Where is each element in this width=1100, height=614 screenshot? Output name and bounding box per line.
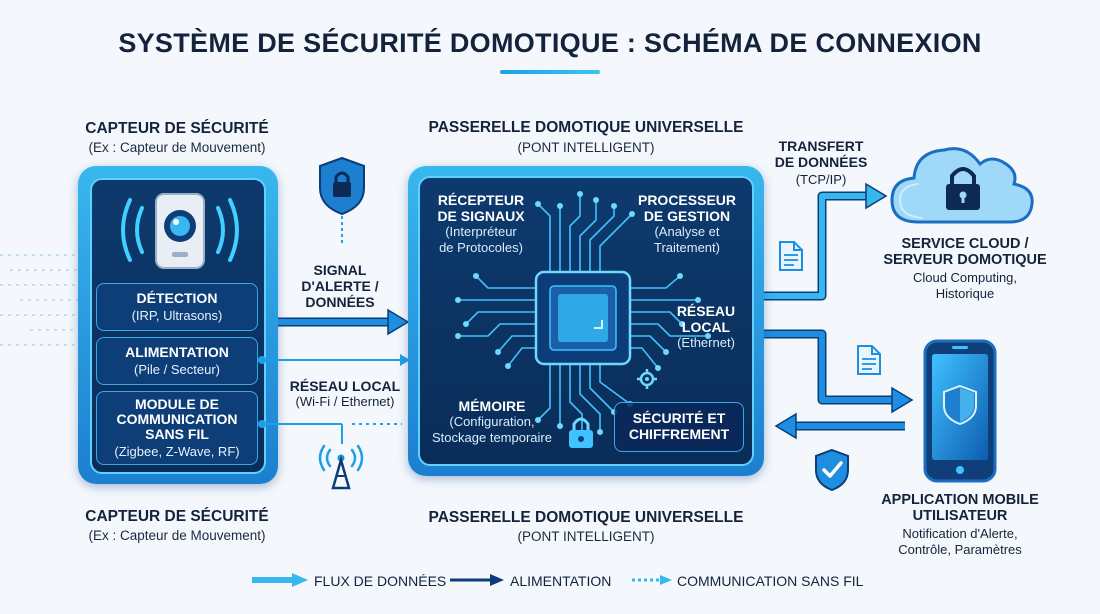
gateway-subheading: (PONT INTELLIGENT): [517, 140, 655, 155]
processor-detail: (Analyse et Traitement): [654, 224, 720, 255]
gateway-footer-subheading: (PONT INTELLIGENT): [517, 529, 655, 544]
sensor-footer-heading: CAPTEUR DE SÉCURITÉ: [85, 508, 269, 525]
cloud-detail: Cloud Computing, Historique: [912, 270, 1018, 301]
local-network-label: RÉSEAU LOCAL: [289, 378, 401, 394]
lan-title: RÉSEAU LOCAL: [676, 303, 736, 335]
sensor-subheading: (Ex : Capteur de Mouvement): [88, 140, 266, 155]
lan-block: RÉSEAU LOCAL (Ethernet): [664, 303, 748, 351]
receiver-title: RÉCEPTEUR DE SIGNAUX: [437, 192, 525, 224]
mobile-detail: Notification d'Alerte, Contrôle, Paramèt…: [898, 526, 1022, 557]
sensor-footer-subheading: (Ex : Capteur de Mouvement): [88, 528, 266, 543]
receiver-block: RÉCEPTEUR DE SIGNAUX (Interpréteur de Pr…: [424, 192, 538, 256]
memory-title: MÉMOIRE: [458, 398, 526, 414]
legend-wireless-arrow: [632, 575, 672, 585]
gateway-footer-heading: PASSERELLE DOMOTIQUE UNIVERSELLE: [428, 509, 744, 526]
security-title: SÉCURITÉ ET CHIFFREMENT: [628, 410, 730, 442]
cloud-lock-icon: [890, 147, 1034, 224]
memory-block: MÉMOIRE (Configuration, Stockage tempora…: [420, 398, 564, 446]
receiver-detail: (Interpréteur de Protocoles): [439, 224, 523, 255]
smartphone-icon: [923, 339, 997, 483]
power-title: ALIMENTATION: [125, 344, 229, 360]
gear-icon: [637, 369, 657, 389]
wireless-title: MODULE DE COMMUNICATION SANS FIL: [116, 396, 238, 442]
signal-label: SIGNAL D'ALERTE / DONNÉES: [301, 262, 379, 310]
motion-sensor-icon: [121, 193, 239, 269]
document-icon-2: [857, 345, 881, 375]
processor-block: PROCESSEUR DE GESTION (Analyse et Traite…: [630, 192, 744, 256]
detection-module: DÉTECTION (IRP, Ultrasons): [96, 283, 258, 331]
detection-title: DÉTECTION: [136, 290, 218, 306]
legend-data-flow-label: FLUX DE DONNÉES: [314, 573, 447, 589]
legend-power-arrow: [450, 574, 504, 586]
power-module: ALIMENTATION (Pile / Secteur): [96, 337, 258, 385]
title-underline: [500, 70, 600, 74]
detection-detail: (IRP, Ultrasons): [131, 308, 223, 323]
local-network-detail: (Wi-Fi / Ethernet): [295, 394, 395, 409]
cloud-title: SERVICE CLOUD / SERVEUR DOMOTIQUE: [883, 236, 1047, 268]
legend-wireless-label: COMMUNICATION SANS FIL: [677, 573, 864, 589]
document-icon: [779, 241, 803, 271]
lock-icon: [569, 417, 593, 448]
antenna-icon: [318, 444, 364, 490]
shield-lock-icon: [319, 156, 365, 244]
legend-data-flow-arrow: [252, 573, 308, 587]
power-detail: (Pile / Secteur): [134, 362, 220, 377]
legend-power-label: ALIMENTATION: [510, 573, 612, 589]
mobile-title: APPLICATION MOBILE UTILISATEUR: [881, 492, 1039, 524]
lan-detail: (Ethernet): [677, 335, 735, 350]
wireless-module: MODULE DE COMMUNICATION SANS FIL (Zigbee…: [96, 391, 258, 465]
circuit-board: [455, 191, 711, 439]
page-title: SYSTÈME DE SÉCURITÉ DOMOTIQUE : SCHÉMA D…: [118, 28, 982, 58]
transfer-detail: (TCP/IP): [795, 172, 847, 187]
processor-title: PROCESSEUR DE GESTION: [637, 192, 737, 224]
shield-check-icon: [815, 448, 849, 492]
gateway-heading: PASSERELLE DOMOTIQUE UNIVERSELLE: [428, 119, 744, 136]
sensor-heading: CAPTEUR DE SÉCURITÉ: [85, 120, 269, 137]
security-box: SÉCURITÉ ET CHIFFREMENT: [614, 402, 744, 452]
transfer-label: TRANSFERT DE DONNÉES: [774, 138, 868, 170]
memory-detail: (Configuration, Stockage temporaire: [432, 414, 552, 445]
wireless-detail: (Zigbee, Z-Wave, RF): [114, 444, 240, 459]
